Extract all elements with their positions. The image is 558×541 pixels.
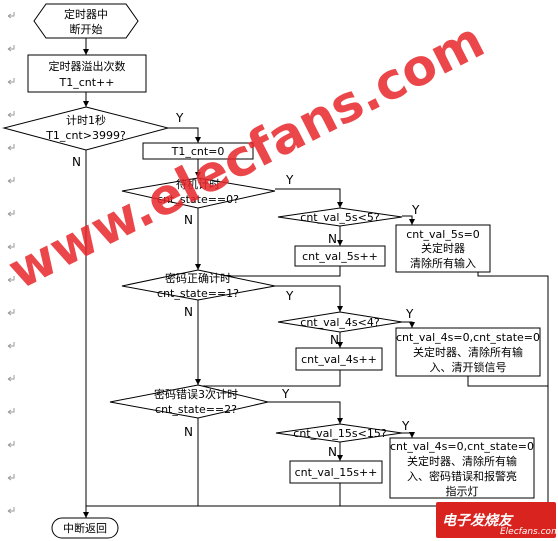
increment-15s-label: cnt_val_15s++ bbox=[295, 466, 378, 479]
no-label-correct: N bbox=[184, 305, 193, 319]
increment-4s-label: cnt_val_4s++ bbox=[301, 353, 377, 366]
start-terminal: 定时器中 断开始 bbox=[33, 3, 139, 39]
action-5s-line3: 清除所有输入 bbox=[410, 256, 476, 270]
decision-4s-label: cnt_val_4s<4? bbox=[300, 316, 380, 329]
yes-label-standby: Y bbox=[285, 173, 294, 187]
decision-wrong-line1: 密码错误3次计时 bbox=[154, 387, 238, 401]
arrowheads bbox=[83, 49, 415, 518]
logo-text: 电子发烧友 bbox=[442, 512, 514, 529]
increment-15s-box: cnt_val_15s++ bbox=[289, 460, 383, 484]
decision-1s-line1: 计时1秒 bbox=[66, 113, 106, 127]
decision-5s: cnt_val_5s<5? bbox=[277, 207, 403, 227]
no-label-15s: N bbox=[328, 445, 337, 459]
decision-standby: 待机计时 cnt_state==0? bbox=[121, 177, 276, 209]
reset-t1-label: T1_cnt=0 bbox=[171, 145, 225, 158]
action-15s-line4: 指示灯 bbox=[446, 484, 479, 498]
connectors bbox=[85, 38, 549, 522]
yes-label-correct: Y bbox=[285, 289, 294, 303]
overflow-counter-box: 定时器溢出次数 T1_cnt++ bbox=[27, 54, 147, 93]
decision-1s-line2: T1_cnt>3999? bbox=[45, 129, 126, 142]
no-label-5s: N bbox=[328, 232, 337, 246]
decision-wrong: 密码错误3次计时 cnt_state==2? bbox=[109, 384, 269, 419]
end-label: 中断返回 bbox=[63, 521, 107, 535]
no-label-1s: N bbox=[72, 155, 81, 169]
decision-1s: 计时1秒 T1_cnt>3999? bbox=[2, 106, 170, 151]
decision-4s: cnt_val_4s<4? bbox=[277, 311, 403, 333]
logo: 电子发烧友 Elecfans.com bbox=[436, 502, 558, 538]
start-line1: 定时器中 bbox=[64, 7, 108, 21]
action-15s-line3: 入、密码错误和报警亮 bbox=[407, 469, 517, 483]
action-5s-line1: cnt_val_5s=0 bbox=[406, 228, 480, 241]
end-terminal: 中断返回 bbox=[51, 517, 119, 539]
decision-standby-line2: cnt_state==0? bbox=[157, 193, 239, 206]
overflow-line2: T1_cnt++ bbox=[59, 76, 115, 89]
decision-correct-line1: 密码正确计时 bbox=[165, 271, 231, 285]
decision-wrong-line2: cnt_state==2? bbox=[155, 403, 237, 416]
yes-label-1s: Y bbox=[175, 111, 184, 125]
yes-label-15s: Y bbox=[401, 419, 410, 433]
no-label-4s: N bbox=[330, 333, 339, 347]
action-5s-line2: 关定时器 bbox=[421, 241, 465, 255]
no-label-wrong: N bbox=[184, 425, 193, 439]
action-15s-line1: cnt_val_4s=0,cnt_state=0 bbox=[390, 440, 534, 453]
logo-sub: Elecfans.com bbox=[500, 527, 558, 537]
action-4s-line2: 关定时器、清除所有输 bbox=[413, 345, 523, 359]
overflow-line1: 定时器溢出次数 bbox=[49, 59, 126, 73]
yes-label-5s: Y bbox=[411, 203, 420, 217]
start-line2: 断开始 bbox=[70, 22, 103, 36]
increment-5s-label: cnt_val_5s++ bbox=[302, 250, 378, 263]
action-4s-line3: 入、清开锁信号 bbox=[430, 360, 507, 374]
decision-5s-label: cnt_val_5s<5? bbox=[300, 211, 380, 224]
decision-correct: 密码正确计时 cnt_state==1? bbox=[121, 269, 276, 301]
action-4s-line1: cnt_val_4s=0,cnt_state=0 bbox=[396, 331, 540, 344]
decision-standby-line1: 待机计时 bbox=[176, 177, 220, 191]
decision-15s-label: cnt_val_15s<15? bbox=[293, 427, 387, 440]
no-label-standby: N bbox=[184, 213, 193, 227]
reset-t1-box: T1_cnt=0 bbox=[142, 142, 254, 160]
margin-marks bbox=[7, 12, 15, 514]
increment-4s-box: cnt_val_4s++ bbox=[295, 347, 383, 371]
decision-15s: cnt_val_15s<15? bbox=[275, 423, 403, 443]
increment-5s-box: cnt_val_5s++ bbox=[294, 245, 386, 267]
yes-label-4s: Y bbox=[405, 307, 414, 321]
action-5s-box: cnt_val_5s=0 关定时器 清除所有输入 bbox=[395, 224, 491, 273]
action-15s-line2: 关定时器、清除所有输 bbox=[407, 454, 517, 468]
decision-correct-line2: cnt_state==1? bbox=[157, 287, 239, 300]
action-4s-box: cnt_val_4s=0,cnt_state=0 关定时器、清除所有输 入、清开… bbox=[395, 327, 541, 377]
action-15s-box: cnt_val_4s=0,cnt_state=0 关定时器、清除所有输 入、密码… bbox=[389, 437, 535, 499]
yes-label-wrong: Y bbox=[281, 387, 290, 401]
